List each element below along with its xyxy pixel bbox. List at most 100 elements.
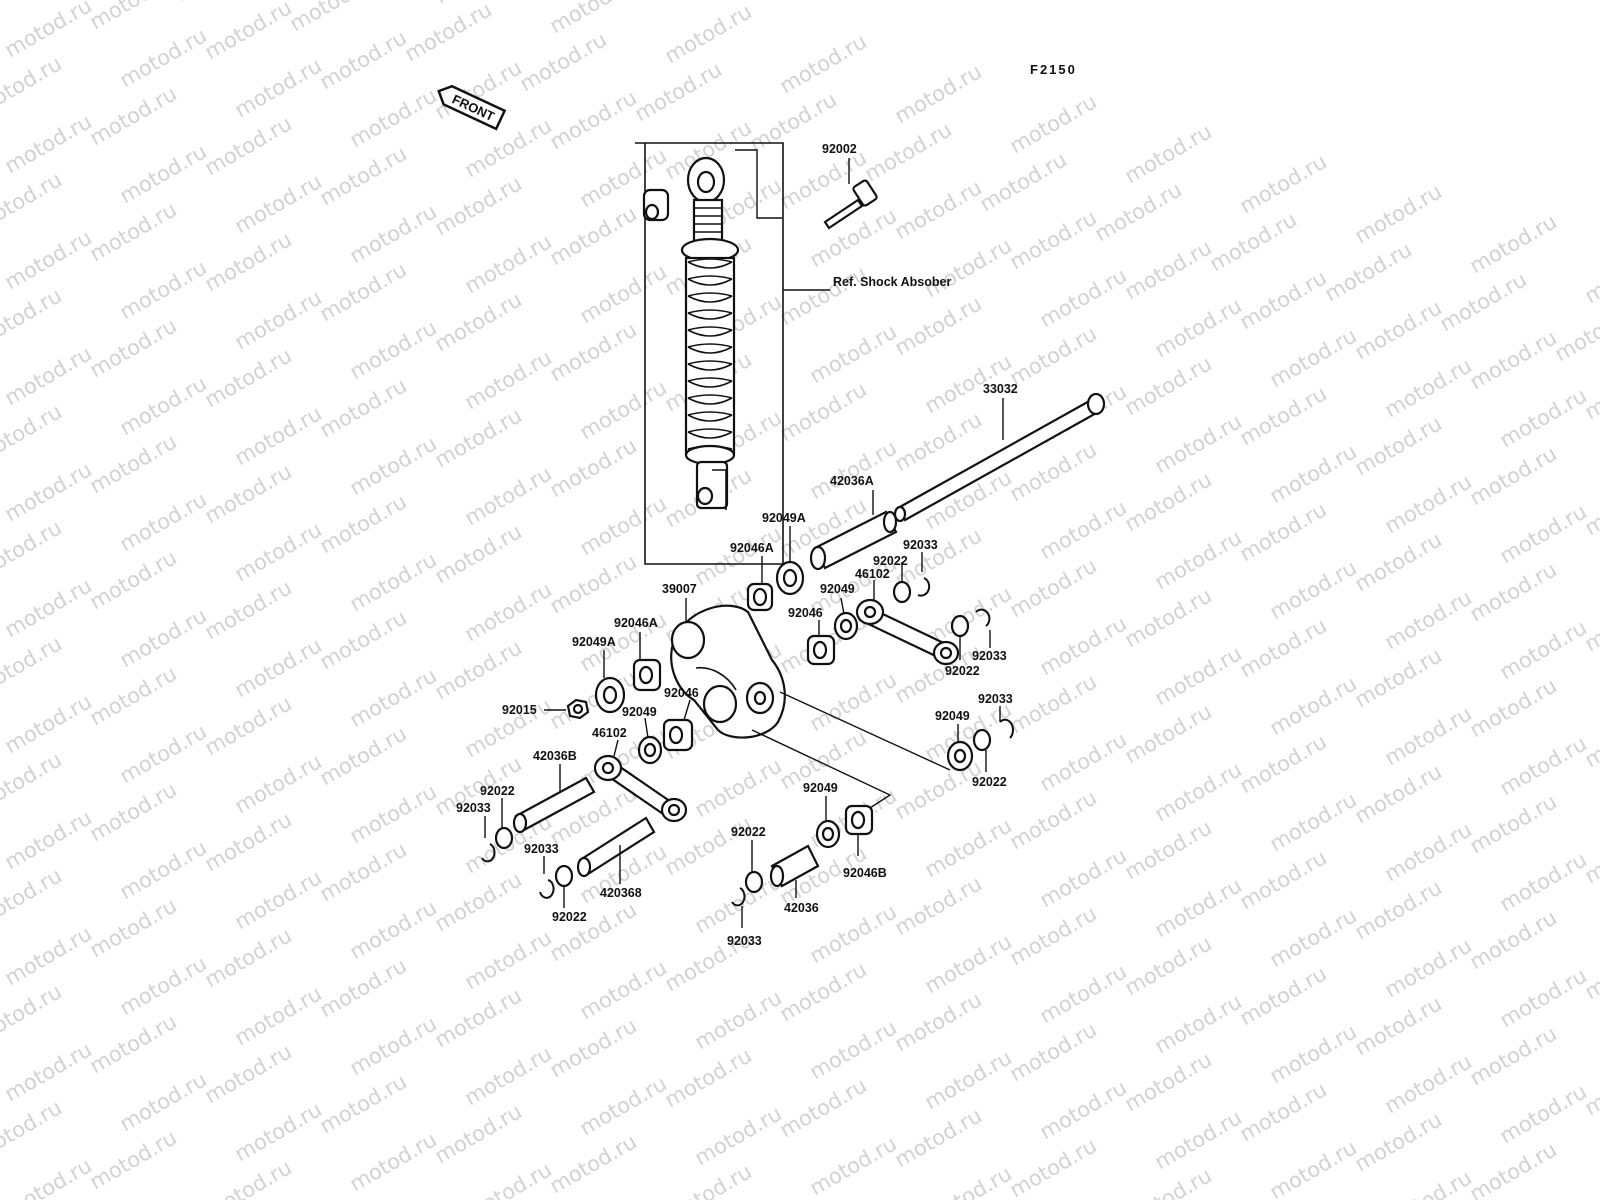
watermark-text: motod.ru [1006, 669, 1101, 738]
watermark-text: motod.ru [461, 345, 556, 414]
watermark-text: motod.ru [546, 85, 641, 154]
watermark-text: motod.ru [891, 59, 986, 128]
watermark-text: motod.ru [1381, 585, 1476, 654]
watermark-text: motod.ru [1151, 1105, 1246, 1174]
watermark-text: motod.ru [431, 1099, 526, 1168]
callout-92002: 92002 [822, 142, 857, 156]
watermark-text: motod.ru [0, 51, 66, 120]
watermark-text: motod.ru [1236, 729, 1331, 798]
watermark-text: motod.ru [1581, 587, 1600, 656]
watermark-text: motod.ru [346, 663, 441, 732]
watermark-text: motod.ru [661, 0, 756, 68]
watermark-text: motod.ru [86, 313, 181, 382]
watermark-text: motod.ru [776, 957, 871, 1026]
watermark-text: motod.ru [776, 1073, 871, 1142]
watermark-text: motod.ru [1236, 845, 1331, 914]
callout-33032: 33032 [983, 382, 1018, 396]
watermark-text: motod.ru [891, 871, 986, 940]
watermark-text: motod.ru [1351, 527, 1446, 596]
watermark-text: motod.ru [0, 631, 66, 700]
watermark-text: motod.ru [116, 23, 211, 92]
callout-92033-r2: 92033 [972, 649, 1007, 663]
watermark-text: motod.ru [231, 517, 326, 586]
watermark-text: motod.ru [546, 433, 641, 502]
watermark-text: motod.ru [806, 435, 901, 504]
watermark-text: motod.ru [201, 575, 296, 644]
watermark-text: motod.ru [891, 987, 986, 1056]
washer-92022-r2 [950, 614, 970, 660]
callout-92033-l2: 92033 [524, 842, 559, 856]
watermark-text: motod.ru [891, 291, 986, 360]
watermark-text: motod.ru [1351, 759, 1446, 828]
watermark-text: motod.ru [691, 1101, 786, 1170]
watermark-text: motod.ru [1351, 991, 1446, 1060]
watermark-text: motod.ru [516, 27, 611, 96]
watermark-text: motod.ru [1381, 817, 1476, 886]
watermark-text: motod.ru [1581, 355, 1600, 424]
callout-92049-r1: 92049 [820, 582, 855, 596]
watermark-text: motod.ru [201, 0, 296, 64]
watermark-text: motod.ru [231, 285, 326, 354]
watermark-text: motod.ru [1, 1037, 96, 1106]
callout-42036B-upper: 42036B [533, 749, 577, 763]
watermark-text: motod.ru [231, 169, 326, 238]
watermark-text: motod.ru [316, 837, 411, 906]
watermark-text: motod.ru [0, 399, 66, 468]
watermark-text: motod.ru [1581, 471, 1600, 540]
watermark-text: motod.ru [891, 1103, 986, 1172]
watermark-text: motod.ru [1006, 205, 1101, 274]
watermark-text: motod.ru [116, 371, 211, 440]
watermark-text: motod.ru [1466, 441, 1561, 510]
watermark-text: motod.ru [86, 197, 181, 266]
watermark-text: motod.ru [1236, 149, 1331, 218]
watermark-text: motod.ru [1466, 1137, 1561, 1200]
watermark-text: motod.ru [461, 1041, 556, 1110]
watermark-text: motod.ru [1381, 1165, 1476, 1200]
watermark-text: motod.ru [1, 341, 96, 410]
watermark-text: motod.ru [921, 1161, 1016, 1200]
watermark-text: motod.ru [661, 1043, 756, 1112]
callout-92049-mid: 92049 [622, 705, 657, 719]
watermark-text: motod.ru [1, 573, 96, 642]
watermark-text: motod.ru [346, 547, 441, 616]
nut-92015 [544, 698, 590, 720]
watermark-text: motod.ru [806, 1131, 901, 1200]
watermark-text: motod.ru [1006, 901, 1101, 970]
circlip-92033-l1 [481, 816, 496, 863]
watermark-text: motod.ru [201, 923, 296, 992]
watermark-text: motod.ru [316, 605, 411, 674]
watermark-text: motod.ru [431, 983, 526, 1052]
bearing-92046A-top [746, 556, 774, 612]
watermark-text: motod.ru [1236, 613, 1331, 682]
watermark-text: motod.ru [631, 57, 726, 126]
watermark-text: motod.ru [921, 233, 1016, 302]
bearing-92046A-left [632, 632, 662, 692]
watermark-text: motod.ru [1381, 469, 1476, 538]
watermark-text: motod.ru [1351, 643, 1446, 712]
watermark-text: motod.ru [401, 0, 496, 66]
watermark-text: motod.ru [201, 343, 296, 412]
callout-42036B-lower: 420368 [600, 886, 642, 900]
watermark-text: motod.ru [316, 257, 411, 326]
watermark-text: motod.ru [1381, 933, 1476, 1002]
watermark-text: motod.ru [201, 227, 296, 296]
watermark-text: motod.ru [1581, 1167, 1600, 1200]
watermark-text: motod.ru [86, 1009, 181, 1078]
seal-92049A-top [775, 526, 805, 596]
watermark-text: motod.ru [0, 0, 66, 4]
watermark-text: motod.ru [546, 1013, 641, 1082]
watermark-text: motod.ru [1496, 847, 1591, 916]
watermark-text: motod.ru [1206, 207, 1301, 276]
watermark-text: motod.ru [1, 689, 96, 758]
watermark-text: motod.ru [776, 377, 871, 446]
watermark-text: motod.ru [691, 753, 786, 822]
watermark-text: motod.ru [1151, 293, 1246, 362]
callout-92022-low: 92022 [731, 825, 766, 839]
callout-92033-l1: 92033 [456, 801, 491, 815]
watermark-text: motod.ru [231, 633, 326, 702]
watermark-text: motod.ru [116, 951, 211, 1020]
watermark-text: motod.ru [576, 1071, 671, 1140]
watermark-text: motod.ru [1351, 411, 1446, 480]
watermark-text: motod.ru [1381, 1049, 1476, 1118]
circlip-92033-r2 [975, 608, 991, 648]
